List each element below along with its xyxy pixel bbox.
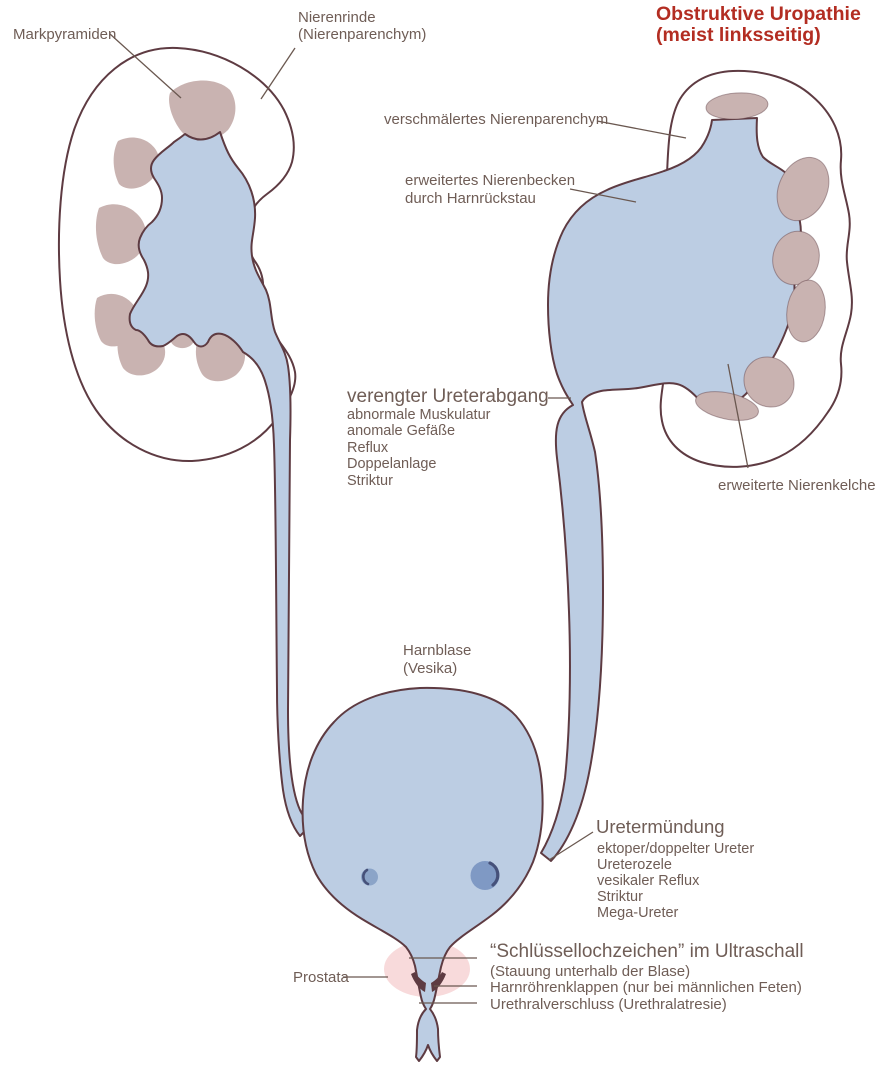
- leader-markpyramiden: [109, 33, 182, 99]
- list-item: vesikaler Reflux: [597, 873, 700, 889]
- bladder-urethra-shape: [301, 686, 544, 1062]
- list-item: anomale Gefäße: [347, 423, 456, 440]
- title-line1: Obstruktive Uropathie: [656, 3, 861, 25]
- list-ureterabgang-causes: abnormale Muskulatur anomale Gefäße Refl…: [347, 407, 490, 489]
- list-item: Mega-Ureter: [597, 905, 679, 921]
- flattened-pyramid: [705, 92, 769, 120]
- medullary-pyramid: [113, 137, 160, 189]
- label-markpyramiden: Markpyramiden: [13, 26, 117, 43]
- leader-uretermuendung: [548, 831, 594, 861]
- label-harnroehrenklappen: Harnröhrenklappen (nur bei männlichen Fe…: [490, 979, 802, 996]
- list-item: Ureterozele: [597, 857, 672, 873]
- heading-verengter-ureterabgang: verengter Ureterabgang: [347, 386, 549, 407]
- leader-nierenrinde: [260, 47, 296, 100]
- urethral-valve-left: [411, 972, 426, 992]
- label-verschmaelertes-parenchym: verschmälertes Nierenparenchym: [384, 111, 609, 128]
- list-item: abnormale Muskulatur: [347, 407, 491, 423]
- left-renal-pelvis-ureter: [128, 131, 313, 837]
- leader-lines: [109, 33, 749, 1004]
- flattened-pyramid: [743, 356, 795, 408]
- list-uretermuendung-causes: ektoper/doppelter Ureter Ureterozele ves…: [597, 841, 754, 921]
- label-urethralverschluss: Urethralverschluss (Urethralatresie): [490, 996, 727, 1013]
- label-erweitertes-nierenbecken: erweitertes Nierenbecken durch Harnrücks…: [405, 172, 576, 207]
- flattened-pyramid: [786, 279, 826, 343]
- label-prostata: Prostata: [293, 969, 349, 986]
- list-item: Striktur: [597, 889, 643, 905]
- right-kidney-flattened-pyramids: [695, 92, 830, 421]
- list-item: Reflux: [347, 439, 389, 456]
- leader-parenchym: [596, 120, 687, 139]
- label-nierenrinde: Nierenrinde (Nierenparenchym): [298, 9, 427, 43]
- flattened-pyramid: [776, 156, 830, 222]
- label-stauung: (Stauung unterhalb der Blase): [490, 963, 691, 980]
- urethral-valve-right: [431, 972, 446, 992]
- leader-nierenkelche: [727, 363, 749, 469]
- heading-uretermuendung: Uretermündung: [596, 816, 725, 837]
- diagram-title: Obstruktive Uropathie (meist linksseitig…: [656, 4, 861, 46]
- title-line2: (meist linksseitig): [656, 24, 821, 46]
- label-erweiterte-nierenkelche: erweiterte Nierenkelche: [718, 477, 876, 494]
- label-harnblase: Harnblase (Vesika): [403, 642, 472, 677]
- list-item: ektoper/doppelter Ureter: [597, 841, 755, 857]
- medullary-pyramid: [169, 80, 236, 141]
- flattened-pyramid: [695, 391, 759, 421]
- list-item: Doppelanlage: [347, 456, 437, 473]
- list-item: Striktur: [347, 472, 393, 489]
- leader-nierenbecken: [569, 188, 637, 203]
- ureter-orifice-left: [361, 868, 378, 886]
- flattened-pyramid: [772, 230, 820, 286]
- ureter-orifice-right: [470, 861, 500, 890]
- medullary-pyramid: [95, 204, 147, 265]
- heading-keyhole-sign: “Schlüssellochzeichen” im Ultraschall: [490, 941, 804, 962]
